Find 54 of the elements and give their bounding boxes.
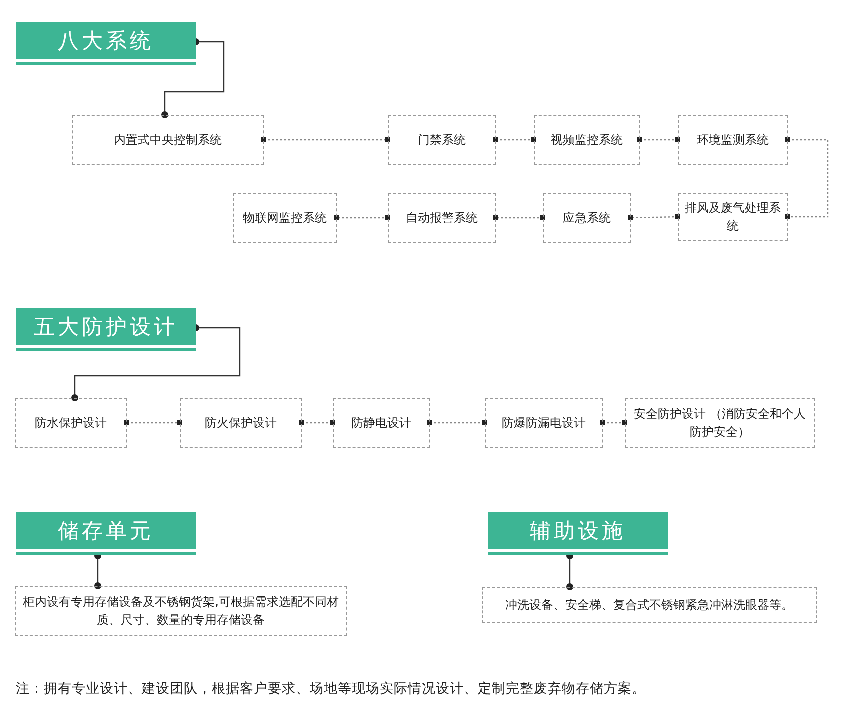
box-text: 环境监测系统 — [697, 132, 769, 149]
connector-line — [494, 216, 546, 220]
connector-line — [300, 420, 336, 426]
section-heading — [16, 512, 196, 552]
connector-line — [600, 420, 628, 426]
connector-line — [334, 216, 390, 220]
connector-line — [494, 138, 536, 142]
box-text: 冲洗设备、安全梯、复合式不锈钢紧急冲淋洗眼器等。 — [506, 597, 794, 614]
system-box — [678, 115, 788, 165]
box-text: 内置式中央控制系统 — [114, 132, 222, 149]
box-text: 防静电设计 — [352, 415, 412, 432]
note-text: 注：拥有专业设计、建设团队，根据客户要求、场地等现场实际情况设计、定制完整废弃物存储方案。 — [16, 680, 646, 698]
heading-text: 储存单元 — [58, 518, 154, 544]
system-box — [482, 587, 817, 623]
connector-line — [786, 138, 829, 220]
system-box — [15, 586, 347, 636]
section-heading — [16, 22, 196, 62]
box-text: 防水保护设计 — [35, 415, 107, 432]
connector-line — [162, 38, 225, 118]
system-box — [233, 193, 337, 243]
connector-line — [262, 138, 390, 142]
system-box — [388, 193, 496, 243]
heading-text: 辅助设施 — [530, 518, 626, 544]
connector-line — [124, 420, 182, 426]
connector-line — [72, 324, 241, 402]
box-text: 自动报警系统 — [406, 210, 478, 227]
connector-line — [428, 420, 488, 426]
system-box — [678, 193, 788, 241]
connector-line — [638, 138, 680, 142]
box-text: 安全防护设计 （消防安全和个人防护安全） — [633, 406, 807, 441]
box-text: 物联网监控系统 — [243, 210, 327, 227]
system-box — [15, 398, 127, 448]
box-text: 应急系统 — [563, 210, 611, 227]
system-box — [534, 115, 640, 165]
connector-line — [94, 552, 102, 590]
box-text: 防火保护设计 — [205, 415, 277, 432]
box-text: 柜内设有专用存储设备及不锈钢货架,可根据需求选配不同材质、尺寸、数量的专用存储设备 — [22, 594, 340, 629]
system-box — [625, 398, 815, 448]
box-text: 视频监控系统 — [551, 132, 623, 149]
box-text: 防爆防漏电设计 — [502, 415, 586, 432]
connector-line — [628, 214, 680, 220]
section-heading — [16, 308, 196, 348]
connector-line — [566, 552, 574, 590]
system-box — [180, 398, 302, 448]
box-text: 排风及废气处理系统 — [685, 200, 781, 235]
system-box — [388, 115, 496, 165]
system-box — [543, 193, 631, 243]
heading-text: 五大防护设计 — [34, 314, 178, 340]
system-box — [333, 398, 430, 448]
section-heading — [488, 512, 668, 552]
system-box — [72, 115, 264, 165]
box-text: 门禁系统 — [418, 132, 466, 149]
system-box — [485, 398, 603, 448]
heading-text: 八大系统 — [58, 28, 154, 54]
